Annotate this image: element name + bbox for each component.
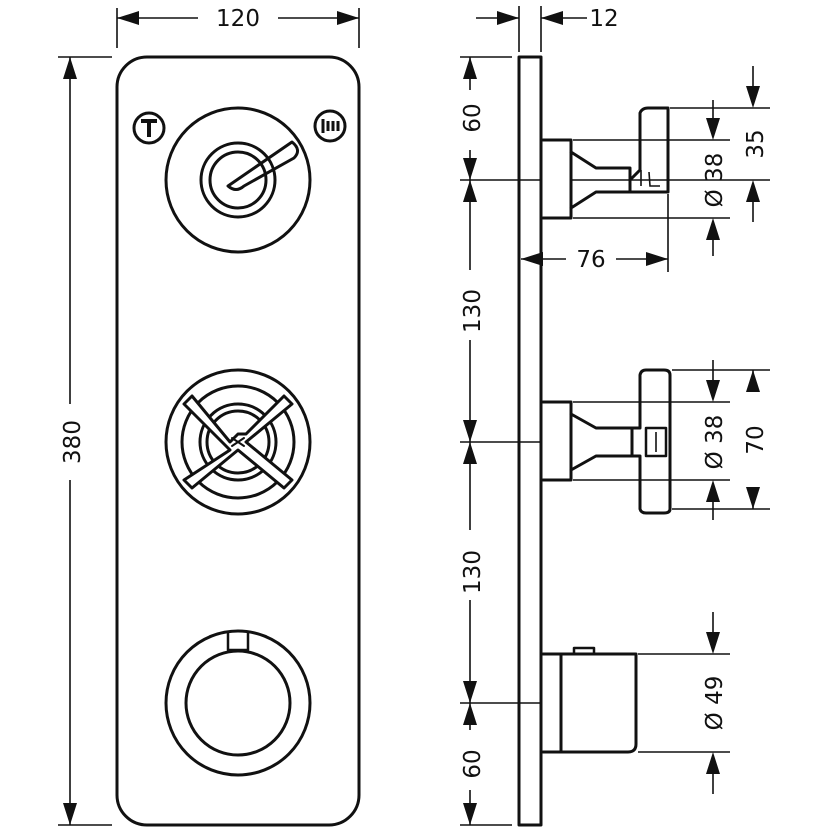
top-margin-label: 60 [460,103,486,132]
diverter-lever-front [164,106,312,254]
lever-icon [226,140,299,191]
tub-spout-icon [132,111,166,145]
side-view [517,55,672,827]
thermostat-knob-front [164,629,312,777]
cross-handle-front [164,368,312,516]
dimensions: 120 380 12 60 130 130 60 76 Ø 38 35 Ø 38… [58,6,770,826]
side-plate [517,55,543,827]
handle1-lever-label: 35 [743,129,769,158]
front-plate [115,55,361,827]
thermostat-side [541,646,638,754]
lower-spacing-label: 130 [460,550,486,594]
upper-spacing-label: 130 [460,289,486,333]
shower-head-icon [313,109,347,143]
front-view [115,55,361,827]
handle1-diameter-label: Ø 38 [702,153,728,208]
height-label: 380 [60,420,86,464]
width-label: 120 [216,6,260,32]
handle3-diameter-label: Ø 49 [702,676,728,731]
lever-handle-side [541,106,670,220]
handle2-cross-label: 70 [743,425,769,454]
projection-label: 76 [576,247,605,273]
handle2-diameter-label: Ø 38 [702,415,728,470]
thickness-label: 12 [589,6,618,32]
bottom-margin-label: 60 [460,749,486,778]
cross-handle-side [541,368,672,515]
